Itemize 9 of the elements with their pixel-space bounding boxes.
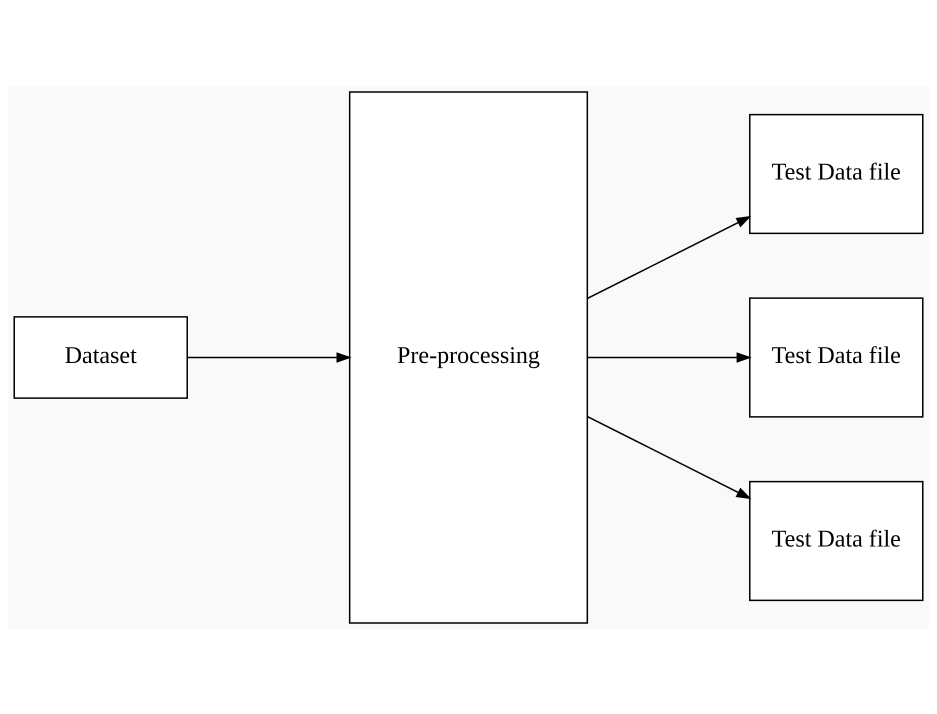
node-box: Test Data file	[749, 480, 924, 601]
arrow	[587, 352, 752, 362]
node-box: Pre-processing	[348, 90, 588, 624]
arrow	[587, 215, 752, 299]
node-box: Dataset	[14, 316, 188, 398]
arrow	[187, 352, 352, 362]
node-box: Test Data file	[749, 113, 924, 234]
arrow	[587, 415, 752, 499]
node-box: Test Data file	[749, 296, 924, 418]
